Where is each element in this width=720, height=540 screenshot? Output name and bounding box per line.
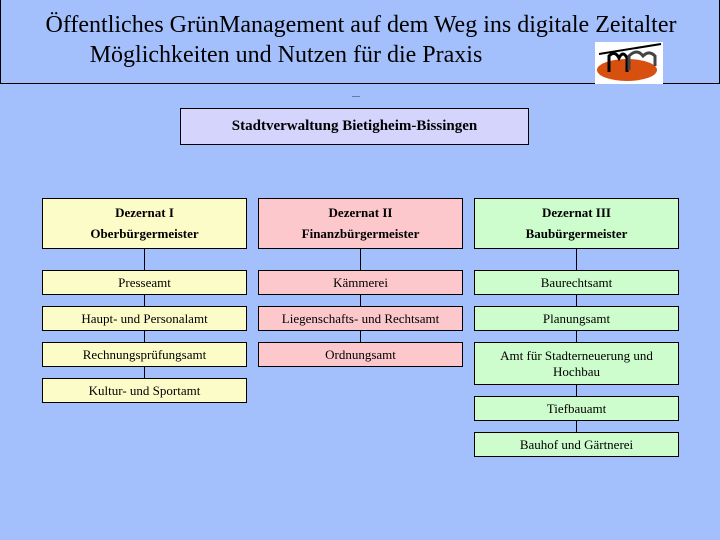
office-box: Rechnungsprüfungsamt: [42, 342, 247, 367]
dezernat-1-box: Dezernat I Oberbürgermeister: [42, 198, 247, 249]
office-box: Amt für Stadterneuerung und Hochbau: [474, 342, 679, 385]
dezernat-3-box: Dezernat III Baubürgermeister: [474, 198, 679, 249]
office-box: Presseamt: [42, 270, 247, 295]
header: Öffentliches GrünManagement auf dem Weg …: [0, 0, 720, 84]
title-line-1: Öffentliches GrünManagement auf dem Weg …: [45, 12, 677, 38]
dezernat-subtitle: Baubürgermeister: [525, 226, 628, 242]
dezernat-2-box: Dezernat II Finanzbürgermeister: [258, 198, 463, 249]
office-box: Kämmerei: [258, 270, 463, 295]
dezernat-title: Dezernat I: [115, 204, 174, 220]
dezernat-title: Dezernat II: [328, 204, 393, 220]
office-box: Haupt- und Personalamt: [42, 306, 247, 331]
office-box: Kultur- und Sportamt: [42, 378, 247, 403]
office-box: Liegenschafts- und Rechtsamt: [258, 306, 463, 331]
dezernat-title: Dezernat III: [542, 204, 611, 220]
placeholder-text: ----: [352, 94, 360, 100]
title-line-2: Möglichkeiten und Nutzen für die Praxis: [89, 42, 483, 68]
office-box: Baurechtsamt: [474, 270, 679, 295]
office-box: Bauhof und Gärtnerei: [474, 432, 679, 457]
office-box: Tiefbauamt: [474, 396, 679, 421]
org-root-box: Stadtverwaltung Bietigheim-Bissingen: [180, 108, 529, 145]
dezernat-subtitle: Oberbürgermeister: [90, 226, 199, 242]
logo: [595, 42, 663, 84]
office-box: Ordnungsamt: [258, 342, 463, 367]
dezernat-subtitle: Finanzbürgermeister: [301, 226, 420, 242]
office-box: Planungsamt: [474, 306, 679, 331]
